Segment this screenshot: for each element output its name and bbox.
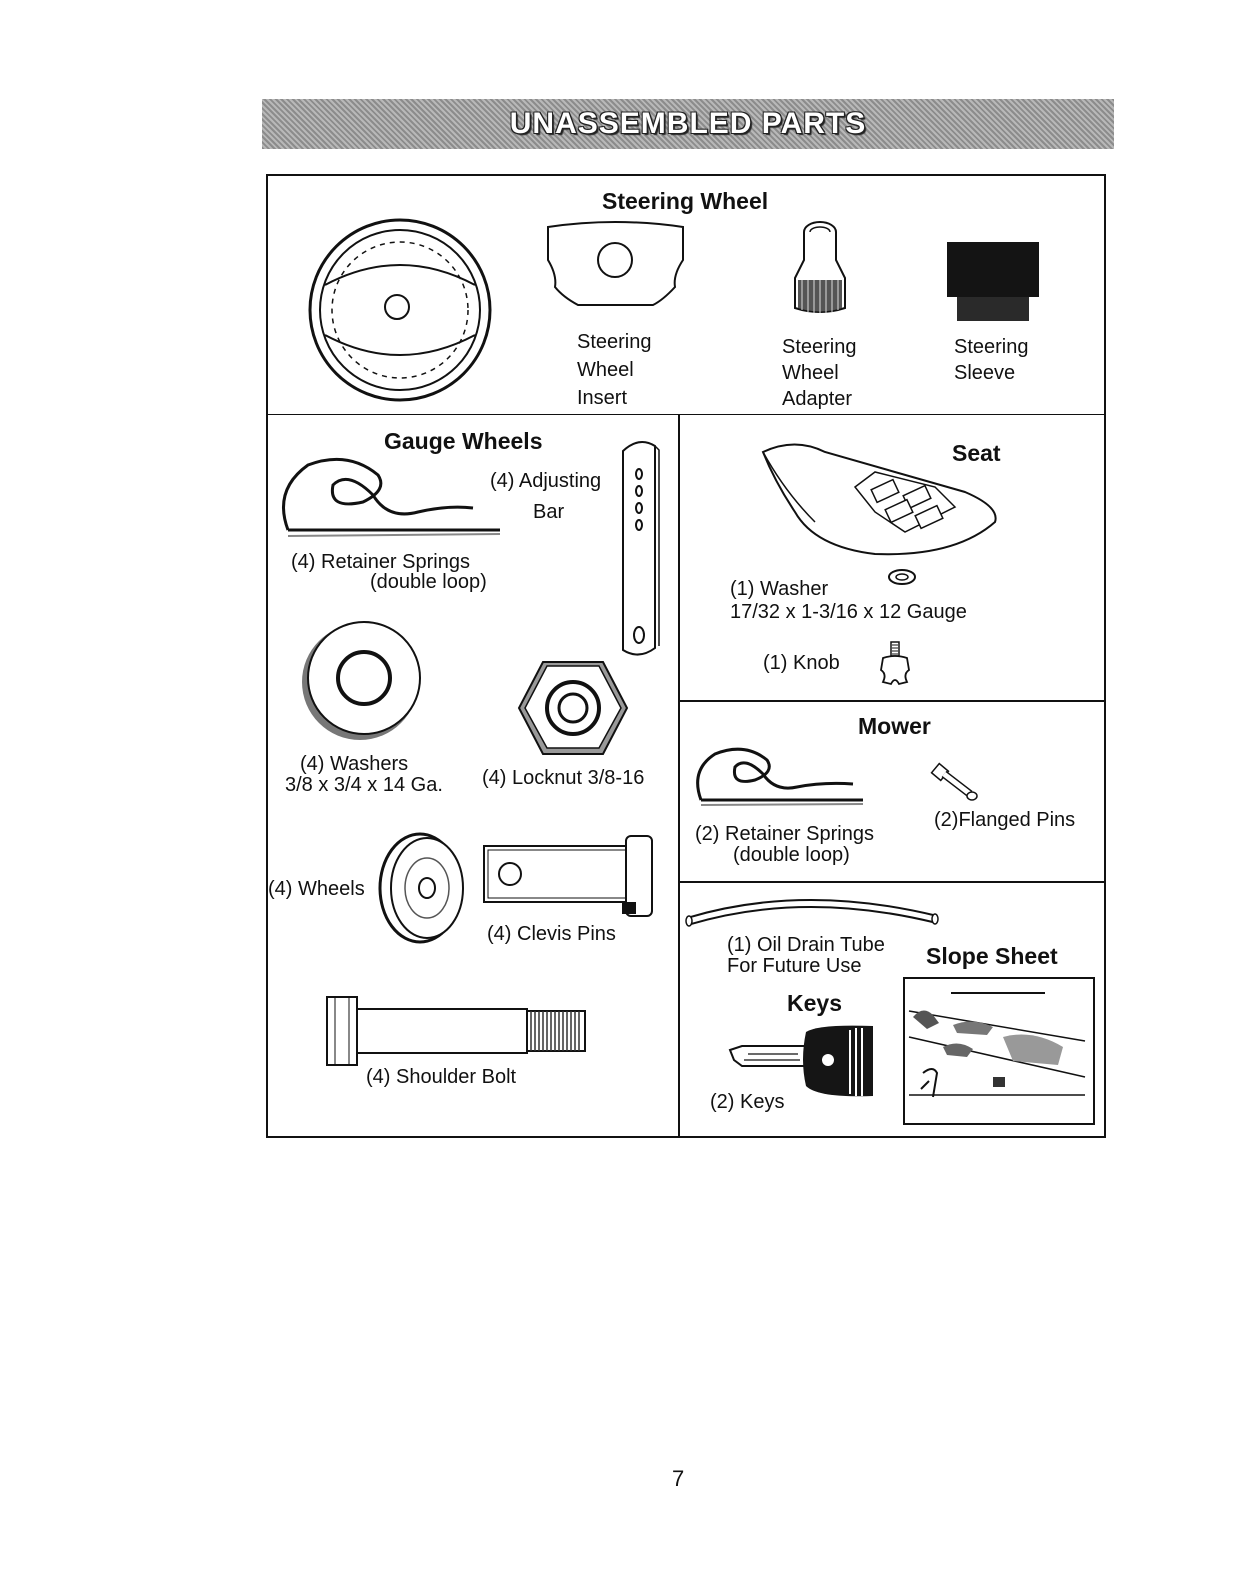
steering-wheel-icon [308, 218, 492, 402]
divider-top [268, 414, 1104, 415]
steering-wheel-insert-icon [547, 221, 684, 306]
divider-seat-mower [679, 700, 1104, 702]
keys-label: (2) Keys [710, 1091, 785, 1113]
adjusting-bar-label: (4) Adjusting [490, 470, 602, 492]
gauge-retainer-label: (4) Retainer Springs [291, 551, 470, 573]
slope-sheet-icon [903, 977, 1095, 1125]
mower-retainer-label-2: (double loop) [733, 844, 850, 866]
divider-mower-misc [679, 881, 1104, 883]
steering-sleeve-label: Steering Sleeve [954, 336, 1029, 384]
knob-icon [880, 641, 910, 686]
gauge-wheel-icon [378, 832, 464, 944]
oil-drain-tube-icon [685, 899, 939, 927]
seat-icon [761, 443, 997, 556]
seat-washer-icon [888, 569, 916, 585]
clevis-pins-label: (4) Clevis Pins [487, 923, 616, 945]
section-banner: UNASSEMBLED PARTS [262, 99, 1114, 149]
seat-washer-spec-label: 17/32 x 1-3/16 x 12 Gauge [730, 601, 967, 623]
steering-wheel-adapter-icon [794, 221, 846, 313]
banner-title: UNASSEMBLED PARTS [509, 107, 867, 140]
keys-heading: Keys [787, 990, 842, 1016]
page-number: 7 [672, 1466, 685, 1491]
oil-tube-label: (1) Oil Drain Tube [727, 934, 885, 956]
washer-icon [302, 621, 421, 740]
steering-insert-label: Steering Wheel Insert [577, 331, 652, 409]
washers-spec-label: 3/8 x 3/4 x 14 Ga. [285, 774, 443, 796]
clevis-pin-icon [483, 835, 653, 917]
mower-retainer-label: (2) Retainer Springs [695, 823, 874, 845]
adjusting-bar-label-2: Bar [533, 501, 565, 523]
mower-retainer-spring-icon [696, 747, 864, 806]
washers-label: (4) Washers [300, 753, 409, 775]
key-icon [728, 1025, 873, 1097]
parts-frame [266, 174, 1106, 1138]
steering-adapter-label: Steering Wheel Adapter [782, 336, 857, 410]
locknut-icon [517, 661, 629, 755]
oil-tube-label-2: For Future Use [727, 955, 862, 977]
adjusting-bar-icon [622, 441, 660, 656]
gauge-retainer-label-2: (double loop) [370, 571, 487, 593]
flanged-pins-label: (2)Flanged Pins [934, 809, 1076, 831]
divider-vertical [678, 414, 680, 1137]
gauge-wheels-heading: Gauge Wheels [384, 428, 543, 454]
slope-sheet-heading: Slope Sheet [926, 943, 1058, 969]
seat-heading: Seat [952, 440, 1001, 466]
locknut-label: (4) Locknut 3/8-16 [482, 767, 645, 789]
wheels-label: (4) Wheels [268, 878, 365, 900]
shoulder-bolt-icon [326, 996, 586, 1066]
steering-sleeve-icon [947, 242, 1039, 321]
flanged-pin-icon [930, 762, 978, 801]
mower-heading: Mower [858, 713, 931, 739]
seat-washer-label: (1) Washer [730, 578, 829, 600]
retainer-spring-icon [282, 457, 501, 537]
seat-knob-label: (1) Knob [763, 652, 840, 674]
shoulder-bolt-label: (4) Shoulder Bolt [366, 1066, 517, 1088]
steering-heading: Steering Wheel [602, 188, 769, 214]
